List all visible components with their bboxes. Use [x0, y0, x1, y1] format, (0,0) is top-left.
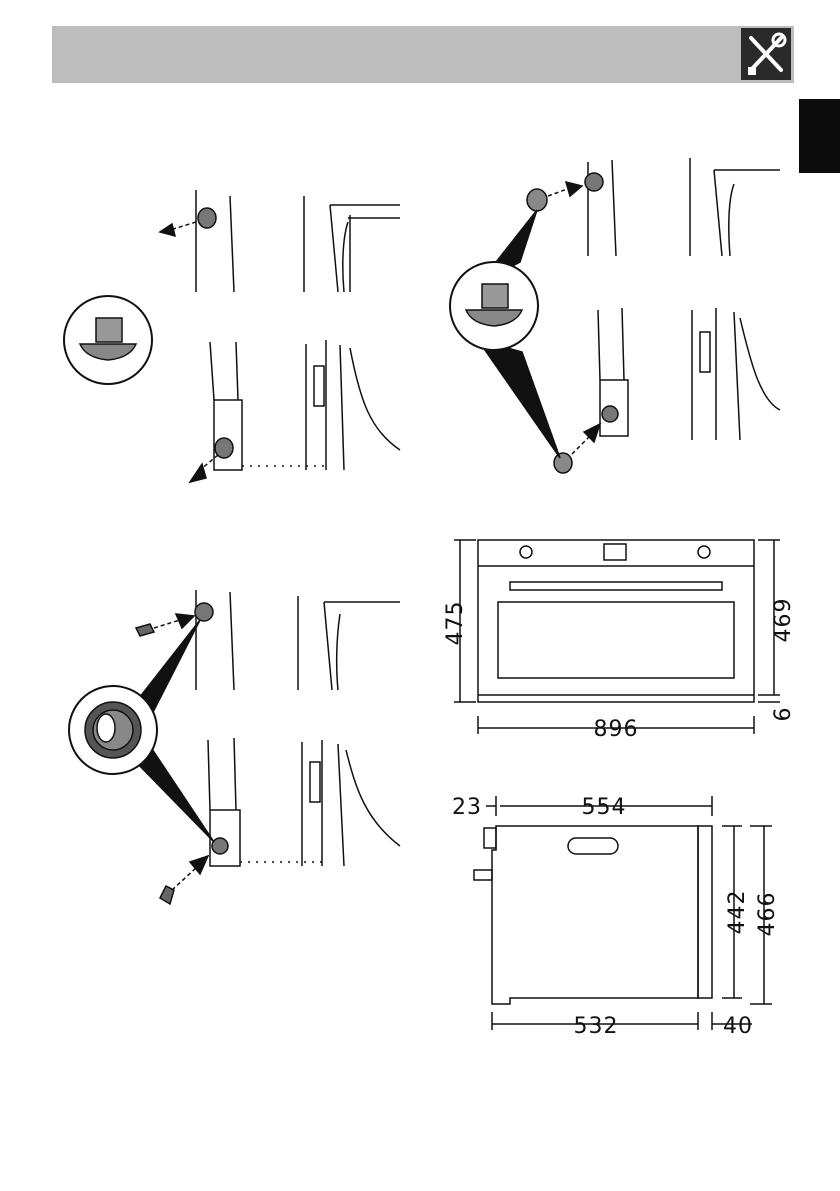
- figure-insert-caps: [450, 158, 780, 473]
- dim-height-total: 475: [443, 601, 468, 646]
- front-dimensions-drawing: [454, 540, 780, 734]
- dim-front-protrusion: 23: [452, 795, 482, 820]
- dim-height-body: 469: [771, 598, 796, 643]
- figure-remove-caps: [64, 190, 400, 482]
- dim-base-offset: 6: [771, 707, 796, 722]
- dim-height-total-side: 466: [755, 892, 780, 937]
- dim-depth-top: 554: [582, 795, 627, 820]
- dim-depth-bottom: 532: [574, 1014, 619, 1039]
- dim-width: 896: [594, 717, 639, 742]
- dim-height-inner: 442: [725, 890, 750, 935]
- dim-rear-depth: 40: [723, 1014, 753, 1039]
- figure-insert-screws: [69, 590, 400, 904]
